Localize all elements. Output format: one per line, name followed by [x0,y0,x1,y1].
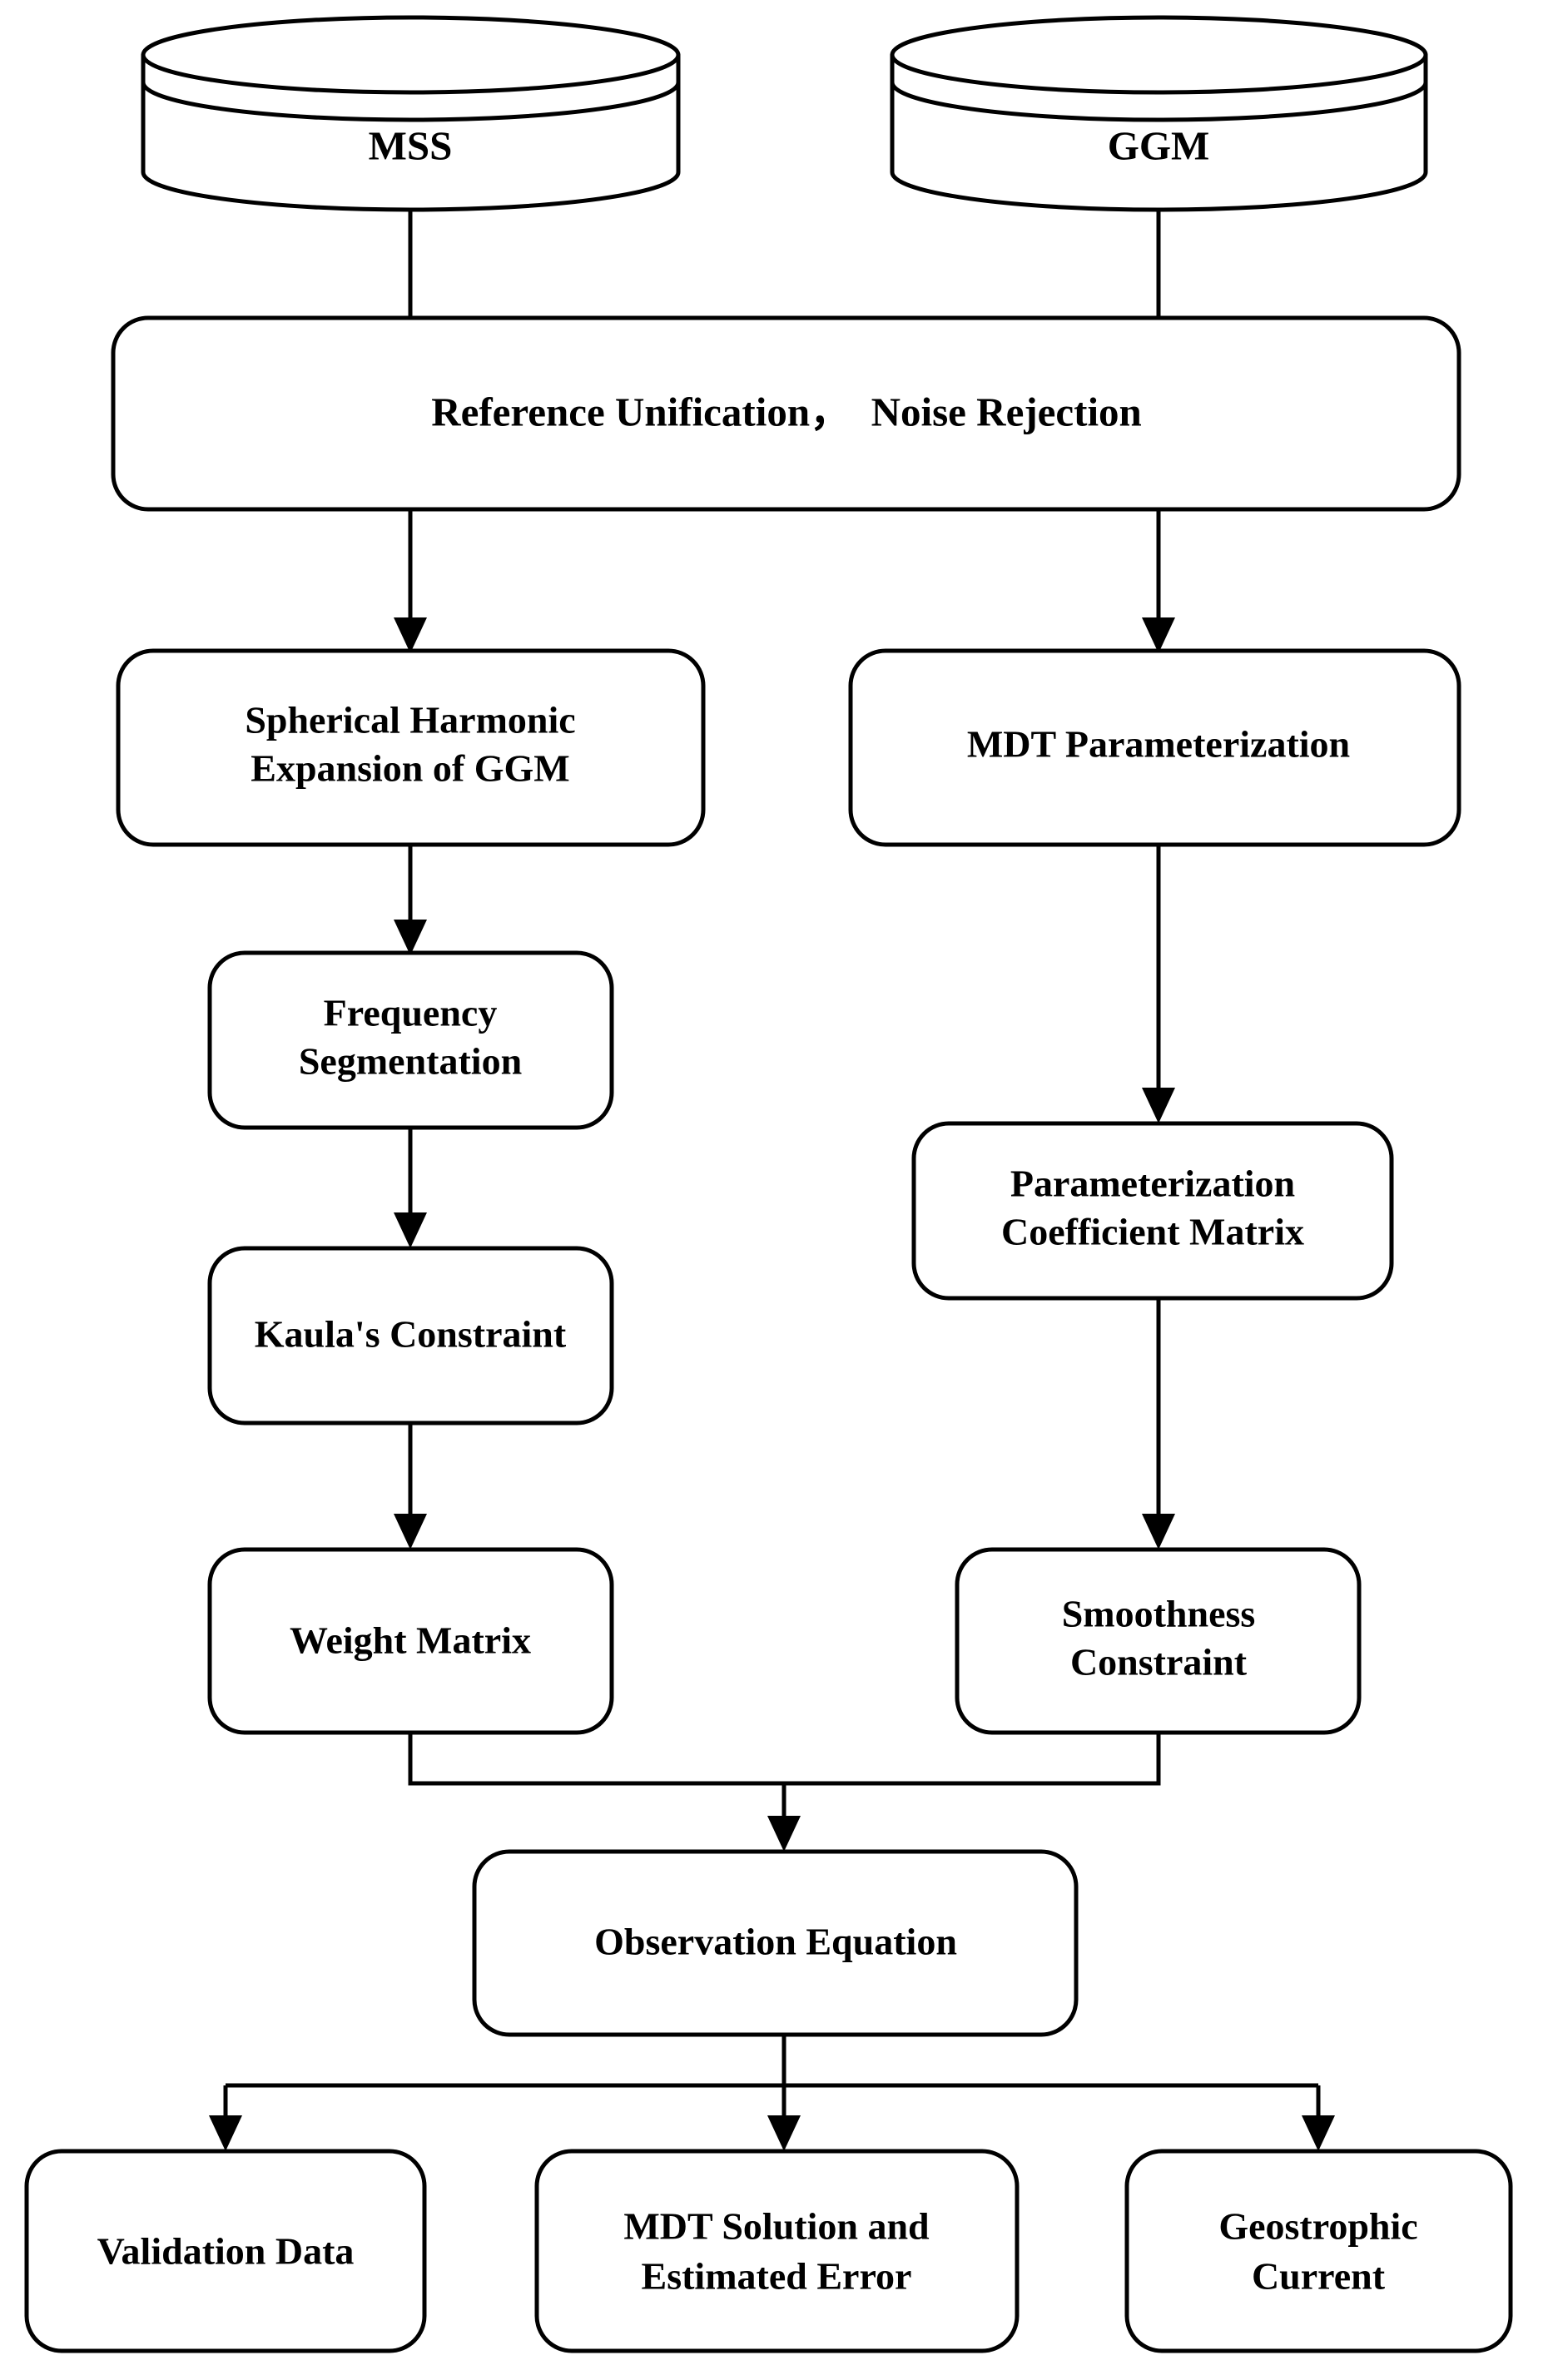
node-frequency-segmentation-label-line1: Frequency [324,992,498,1034]
node-smoothness-constraint-label-line1: Smoothness [1062,1593,1256,1635]
node-ggm-label: GGM [1108,122,1209,168]
node-spherical-harmonic[interactable]: Spherical Harmonic Expansion of GGM [116,648,706,847]
edge-spherical-harmonic-to-frequency-segmentation [394,845,427,955]
edge-parameterization-matrix-to-smoothness-constraint [1142,1298,1175,1549]
node-observation-equation[interactable]: Observation Equation [472,1849,1079,2037]
edge-reference-to-mdt-parameterization [1142,509,1175,653]
node-mdt-solution-label-line2: Estimated Error [642,2255,912,2298]
edge-reference-to-spherical-harmonic [394,509,427,653]
node-frequency-segmentation-label-line2: Segmentation [299,1040,522,1083]
node-geostrophic-current-label-line2: Current [1252,2255,1386,2298]
node-validation-data-label: Validation Data [97,2230,355,2273]
node-weight-matrix-label: Weight Matrix [290,1619,531,1662]
node-weight-matrix[interactable]: Weight Matrix [207,1547,614,1735]
node-reference-unification[interactable]: Reference Unification， Noise Rejection [111,315,1461,512]
edge-frequency-segmentation-to-kaulas-constraint [394,1128,427,1248]
node-mdt-solution-label-line1: MDT Solution and [623,2205,930,2248]
node-parameterization-matrix[interactable]: Parameterization Coefficient Matrix [911,1121,1394,1301]
node-kaulas-constraint-label: Kaula's Constraint [255,1313,567,1356]
node-smoothness-constraint-label-line2: Constraint [1070,1641,1248,1683]
node-kaulas-constraint[interactable]: Kaula's Constraint [207,1246,614,1426]
node-observation-equation-label: Observation Equation [594,1921,957,1963]
node-validation-data[interactable]: Validation Data [24,2149,427,2353]
edge-merge-to-observation-equation [408,1733,1161,1852]
node-mss[interactable]: MSS [141,15,681,212]
node-parameterization-matrix-label-line2: Coefficient Matrix [1001,1211,1304,1253]
node-ggm[interactable]: GGM [890,15,1428,212]
node-reference-unification-label: Reference Unification， Noise Rejection [431,389,1142,434]
node-smoothness-constraint[interactable]: Smoothness Constraint [955,1547,1362,1735]
node-mdt-parameterization-label: MDT Parameterization [967,723,1350,766]
node-frequency-segmentation[interactable]: Frequency Segmentation [207,950,614,1130]
edge-observation-to-outputs [209,2035,1335,2151]
node-parameterization-matrix-label-line1: Parameterization [1010,1163,1295,1205]
node-mss-label: MSS [369,122,453,168]
node-geostrophic-current[interactable]: Geostrophic Current [1124,2149,1513,2353]
node-mdt-parameterization[interactable]: MDT Parameterization [848,648,1461,847]
edge-mdt-parameterization-to-parameterization-matrix [1142,845,1175,1123]
edge-kaulas-constraint-to-weight-matrix [394,1423,427,1549]
node-spherical-harmonic-label-line1: Spherical Harmonic [245,699,575,741]
node-spherical-harmonic-label-line2: Expansion of GGM [251,747,569,790]
node-mdt-solution[interactable]: MDT Solution and Estimated Error [534,2149,1020,2353]
node-geostrophic-current-label-line1: Geostrophic [1218,2205,1417,2248]
